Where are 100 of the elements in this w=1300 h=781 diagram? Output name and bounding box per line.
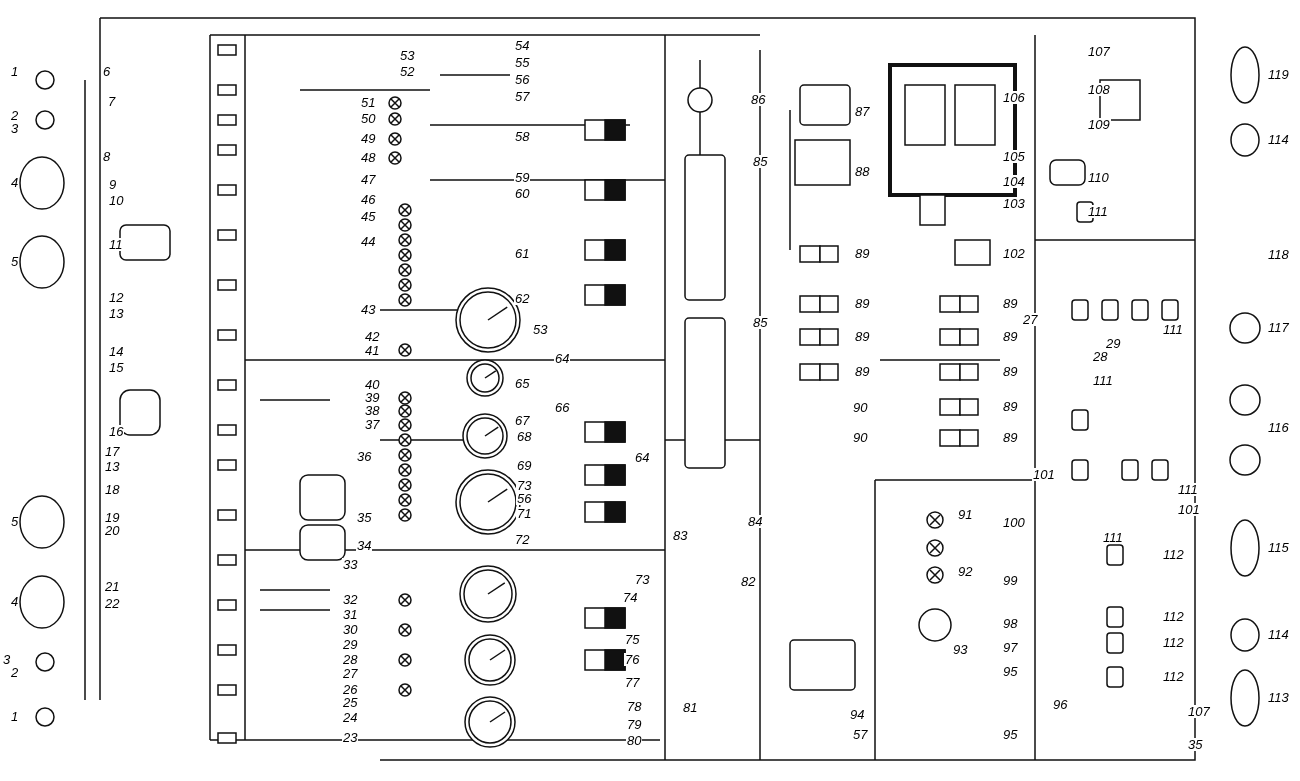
callout-number: 111 — [1177, 483, 1199, 496]
callout-number: 80 — [626, 734, 643, 747]
callout-number: 100 — [1002, 516, 1026, 529]
callout-number: 64 — [554, 352, 571, 365]
callout-number: 118 — [1267, 248, 1290, 261]
callout-number: 54 — [514, 39, 531, 52]
callout-number: 107 — [1087, 45, 1111, 58]
callout-number: 96 — [1052, 698, 1069, 711]
callout-number: 45 — [360, 210, 377, 223]
callout-number: 113 — [1267, 691, 1290, 704]
callout-number: 17 — [104, 445, 121, 458]
callout-number: 61 — [514, 247, 531, 260]
callout-number: 97 — [1002, 641, 1019, 654]
callout-number: 16 — [108, 425, 125, 438]
callout-number: 58 — [514, 130, 531, 143]
callout-number: 62 — [514, 292, 531, 305]
callout-number: 89 — [1002, 330, 1019, 343]
callout-number: 46 — [360, 193, 377, 206]
callout-number: 111 — [1092, 374, 1114, 387]
callout-number: 21 — [104, 580, 121, 593]
callout-number: 102 — [1002, 247, 1026, 260]
callout-number: 40 — [364, 378, 381, 391]
callout-number: 99 — [1002, 574, 1019, 587]
callout-number: 36 — [356, 450, 373, 463]
callout-number: 90 — [852, 431, 869, 444]
callout-number: 28 — [1092, 350, 1109, 363]
callout-number: 101 — [1032, 468, 1056, 481]
callout-number: 65 — [514, 377, 531, 390]
callout-number: 14 — [108, 345, 125, 358]
callout-number: 105 — [1002, 150, 1026, 163]
callout-number: 112 — [1162, 610, 1185, 623]
callout-number: 103 — [1002, 197, 1026, 210]
callout-number: 85 — [752, 155, 769, 168]
callout-number: 89 — [854, 297, 871, 310]
callout-number: 6 — [102, 65, 112, 78]
callout-number: 18 — [104, 483, 121, 496]
callout-number: 76 — [624, 653, 641, 666]
callout-number: 111 — [1162, 323, 1184, 336]
callout-number: 91 — [957, 508, 974, 521]
callout-number: 8 — [102, 150, 112, 163]
callout-number: 115 — [1267, 541, 1290, 554]
callout-number: 9 — [108, 178, 118, 191]
callout-number: 35 — [356, 511, 373, 524]
callout-number: 44 — [360, 235, 377, 248]
callout-number: 31 — [342, 608, 359, 621]
callout-number: 2 — [10, 109, 20, 122]
callout-number: 93 — [952, 643, 969, 656]
callout-number: 43 — [360, 303, 377, 316]
callout-number: 77 — [624, 676, 641, 689]
callout-number: 13 — [104, 460, 121, 473]
callout-number: 10 — [108, 194, 125, 207]
callout-number: 88 — [854, 165, 871, 178]
callout-number: 82 — [740, 575, 757, 588]
callout-number: 67 — [514, 414, 531, 427]
callout-number: 108 — [1087, 83, 1111, 96]
callout-number: 79 — [626, 718, 643, 731]
callout-number: 27 — [342, 667, 359, 680]
callout-number: 42 — [364, 330, 381, 343]
callout-number: 32 — [342, 593, 359, 606]
callout-number: 83 — [672, 529, 689, 542]
callout-number: 5 — [10, 255, 20, 268]
callout-number: 104 — [1002, 175, 1026, 188]
callout-number: 39 — [364, 391, 381, 404]
callout-number: 41 — [364, 344, 381, 357]
callout-number: 57 — [514, 90, 531, 103]
callout-number: 1 — [10, 65, 20, 78]
callout-number: 53 — [532, 323, 549, 336]
callout-number: 23 — [342, 731, 359, 744]
callout-number: 78 — [626, 700, 643, 713]
callout-number: 48 — [360, 151, 377, 164]
callout-number: 110 — [1087, 171, 1110, 184]
callout-number: 73 — [516, 479, 533, 492]
callout-number: 85 — [752, 316, 769, 329]
callout-number: 11 — [108, 238, 124, 251]
callout-number: 116 — [1267, 421, 1290, 434]
callout-number: 81 — [682, 701, 699, 714]
callout-number: 29 — [342, 638, 359, 651]
callout-number: 89 — [854, 365, 871, 378]
callout-number: 1 — [10, 710, 20, 723]
callout-number: 37 — [364, 418, 381, 431]
callout-number: 3 — [10, 122, 20, 135]
callout-number: 24 — [342, 711, 359, 724]
callout-number: 60 — [514, 187, 531, 200]
callout-number: 28 — [342, 653, 359, 666]
callout-number: 66 — [554, 401, 571, 414]
callout-number: 111 — [1102, 531, 1124, 544]
callout-number: 15 — [108, 361, 125, 374]
callout-number: 86 — [750, 93, 767, 106]
callout-number: 73 — [634, 573, 651, 586]
callout-number: 52 — [399, 65, 416, 78]
callout-number: 90 — [852, 401, 869, 414]
callout-number: 5 — [10, 515, 20, 528]
callout-number: 95 — [1002, 728, 1019, 741]
callout-number: 55 — [514, 56, 531, 69]
callout-number: 75 — [624, 633, 641, 646]
callout-number: 112 — [1162, 548, 1185, 561]
callout-number: 25 — [342, 696, 359, 709]
callout-number: 27 — [1022, 313, 1039, 326]
callout-number: 101 — [1177, 503, 1201, 516]
callout-number: 107 — [1187, 705, 1211, 718]
